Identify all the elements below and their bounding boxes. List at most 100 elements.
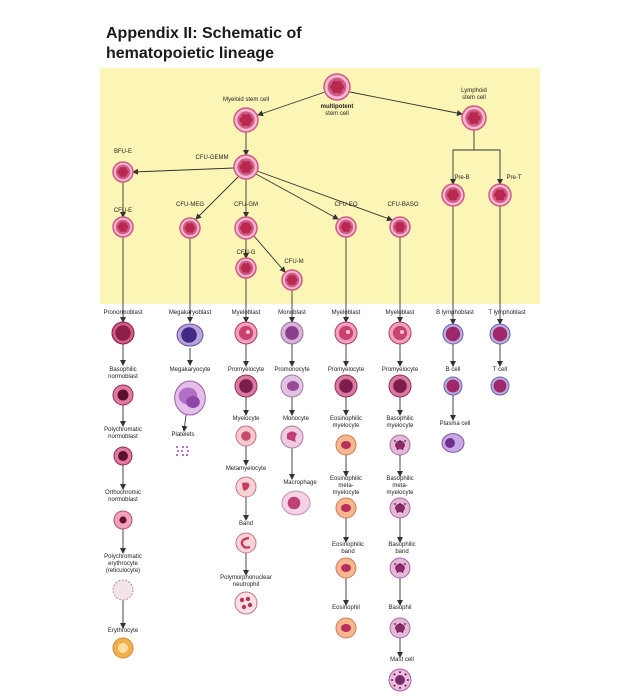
promyelocyte-n-label: Promyelocyte bbox=[228, 367, 265, 373]
bfu-e-label: BFU-E bbox=[114, 149, 132, 155]
cfu-baso-label: CFU-BASO bbox=[387, 202, 418, 208]
arrow-lymphoid-stem-to-pre-b bbox=[450, 130, 475, 185]
cell-cfu-g bbox=[235, 257, 257, 279]
cell-eosinophilic-metamyelocyte bbox=[335, 497, 357, 519]
arrow-cfu-gemm-to-bfu-e bbox=[132, 167, 235, 175]
platelets-label: Platelets bbox=[171, 432, 194, 438]
plasma-cell-label: Plasma cell bbox=[440, 421, 471, 427]
cell-cfu-gemm bbox=[233, 154, 259, 180]
cell-basophilic-band bbox=[389, 557, 411, 579]
cell-basophilic-metamyelocyte bbox=[389, 497, 411, 519]
cell-promyelocyte-e bbox=[334, 374, 358, 398]
arrow-cfu-gemm-to-cfu-meg bbox=[195, 176, 239, 220]
t-cell-label: T cell bbox=[493, 367, 507, 373]
basophilic-normoblast-label-line-1: Basophilic bbox=[109, 367, 136, 373]
megakaryoblast-label: Megakaryoblast bbox=[169, 310, 212, 316]
mast-cell-label: Mast cell bbox=[390, 657, 414, 663]
myeloid-stem-label: Myeloid stem cell bbox=[223, 97, 269, 103]
myeloblast-b-label: Myeloblast bbox=[386, 310, 415, 316]
cfu-eo-label: CFU-EO bbox=[335, 202, 358, 208]
polychromatic-erythrocyte-label-line-3: (reticulocyte) bbox=[106, 568, 140, 574]
polychromatic-normoblast-label-line-2: normoblast bbox=[108, 434, 138, 440]
macrophage-label: Macrophage bbox=[283, 480, 317, 486]
arrow-multipotent-to-lymphoid-stem bbox=[349, 91, 463, 116]
cell-promyelocyte-b bbox=[388, 374, 412, 398]
cell-cfu-m bbox=[281, 269, 303, 291]
basophilic-metamyelocyte-label-line-1: Basophilic bbox=[386, 476, 413, 482]
cell-b-cell bbox=[443, 376, 463, 396]
lymphoid-stem-label-line-1: Lymphoid bbox=[461, 88, 487, 94]
cell-basophilic-myelocyte bbox=[389, 434, 411, 456]
cell-monocyte bbox=[280, 425, 304, 449]
polychromatic-erythrocyte-label-line-1: Polychromatic bbox=[104, 554, 142, 560]
erythrocyte-label: Erythrocyte bbox=[108, 628, 139, 634]
promyelocyte-b-label: Promyelocyte bbox=[382, 367, 419, 373]
eosinophilic-metamyelocyte-label-line-3: myelocyte bbox=[332, 490, 360, 496]
cell-macrophage bbox=[281, 490, 311, 516]
page-title-line-2: hematopoietic lineage bbox=[106, 45, 275, 62]
cell-basophilic-normoblast bbox=[112, 384, 134, 406]
monocyte-label: Monocyte bbox=[283, 416, 310, 422]
neutrophil-label-line-1: Polymorphonuclear bbox=[220, 575, 272, 581]
orthochromic-normoblast-label-line-2: normoblast bbox=[108, 497, 138, 503]
cell-myelocyte bbox=[235, 425, 257, 447]
cfu-gemm-label: CFU-GEMM bbox=[196, 155, 229, 161]
megakaryocyte-label: Megakaryocyte bbox=[170, 367, 211, 373]
cell-eosinophil bbox=[335, 617, 357, 639]
page-title: Appendix II: Schematic of hematopoietic … bbox=[106, 24, 302, 64]
metamyelocyte-label: Metamyelocyte bbox=[226, 466, 267, 472]
page-title-line-1: Appendix II: Schematic of bbox=[106, 25, 302, 42]
orthochromic-normoblast-label-line-1: Orthochromic bbox=[105, 490, 141, 496]
multipotent-label-line-1: multipotent bbox=[321, 104, 354, 110]
lymphoid-stem-label-line-2: stem cell bbox=[462, 95, 486, 101]
basophilic-band-label-line-1: Basophilic bbox=[388, 542, 415, 548]
arrow-cfu-gemm-to-cfu-eo bbox=[255, 173, 339, 220]
cell-mast-cell bbox=[388, 668, 412, 692]
cell-cfu-baso bbox=[389, 216, 411, 238]
t-lymphoblast-label: T lymphoblast bbox=[488, 310, 526, 316]
basophilic-metamyelocyte-label-line-3: myelocyte bbox=[386, 490, 414, 496]
b-lymphoblast-label: B lymphoblast bbox=[436, 310, 474, 316]
myelocyte-label: Myelocyte bbox=[232, 416, 260, 422]
pre-b-label: Pre-B bbox=[454, 175, 469, 181]
arrow-multipotent-to-myeloid-stem bbox=[257, 91, 326, 117]
cell-neutrophil bbox=[234, 591, 258, 615]
eosinophilic-myelocyte-label-line-1: Eosinophilic bbox=[330, 416, 362, 422]
cell-orthochromic-normoblast bbox=[113, 510, 133, 530]
cell-cfu-eo bbox=[335, 216, 357, 238]
basophilic-band-label-line-2: band bbox=[395, 549, 408, 555]
cell-promonocyte bbox=[280, 374, 304, 398]
cell-pronormoblast bbox=[111, 321, 135, 345]
stem-cell-background-panel bbox=[100, 68, 540, 304]
cell-erythrocyte bbox=[112, 637, 134, 659]
arrow-megakaryocyte-to-platelets bbox=[181, 414, 188, 432]
polychromatic-normoblast-label-line-1: Polychromatic bbox=[104, 427, 142, 433]
basophilic-metamyelocyte-label-line-2: meta- bbox=[392, 483, 407, 489]
cell-megakaryoblast bbox=[176, 323, 204, 347]
cell-reticulocyte bbox=[112, 579, 134, 601]
cell-megakaryocyte bbox=[174, 380, 206, 416]
cfu-m-label: CFU-M bbox=[284, 259, 303, 265]
cell-metamyelocyte bbox=[235, 476, 257, 498]
cfu-meg-label: CFU-MEG bbox=[176, 202, 204, 208]
cell-basophil bbox=[389, 617, 411, 639]
cell-eosinophilic-myelocyte bbox=[335, 434, 357, 456]
cell-monoblast bbox=[280, 321, 304, 345]
cell-t-cell bbox=[490, 376, 510, 396]
cells-layer bbox=[111, 73, 512, 692]
cell-cfu-meg bbox=[179, 217, 201, 239]
myeloblast-n-label: Myeloblast bbox=[232, 310, 261, 316]
eosinophil-label: Eosinophil bbox=[332, 605, 360, 611]
cell-cfu-e bbox=[112, 216, 134, 238]
cell-cfu-gm bbox=[234, 216, 258, 240]
cell-eosinophilic-band bbox=[335, 557, 357, 579]
pre-t-label: Pre-T bbox=[507, 175, 522, 181]
myeloblast-e-label: Myeloblast bbox=[332, 310, 361, 316]
cell-pre-b bbox=[441, 183, 465, 207]
cell-bfu-e bbox=[112, 161, 134, 183]
b-cell-label: B cell bbox=[446, 367, 461, 373]
eosinophilic-myelocyte-label-line-2: myelocyte bbox=[332, 423, 360, 429]
band-label: Band bbox=[239, 521, 253, 527]
basophilic-myelocyte-label-line-1: Basophilic bbox=[386, 416, 413, 422]
